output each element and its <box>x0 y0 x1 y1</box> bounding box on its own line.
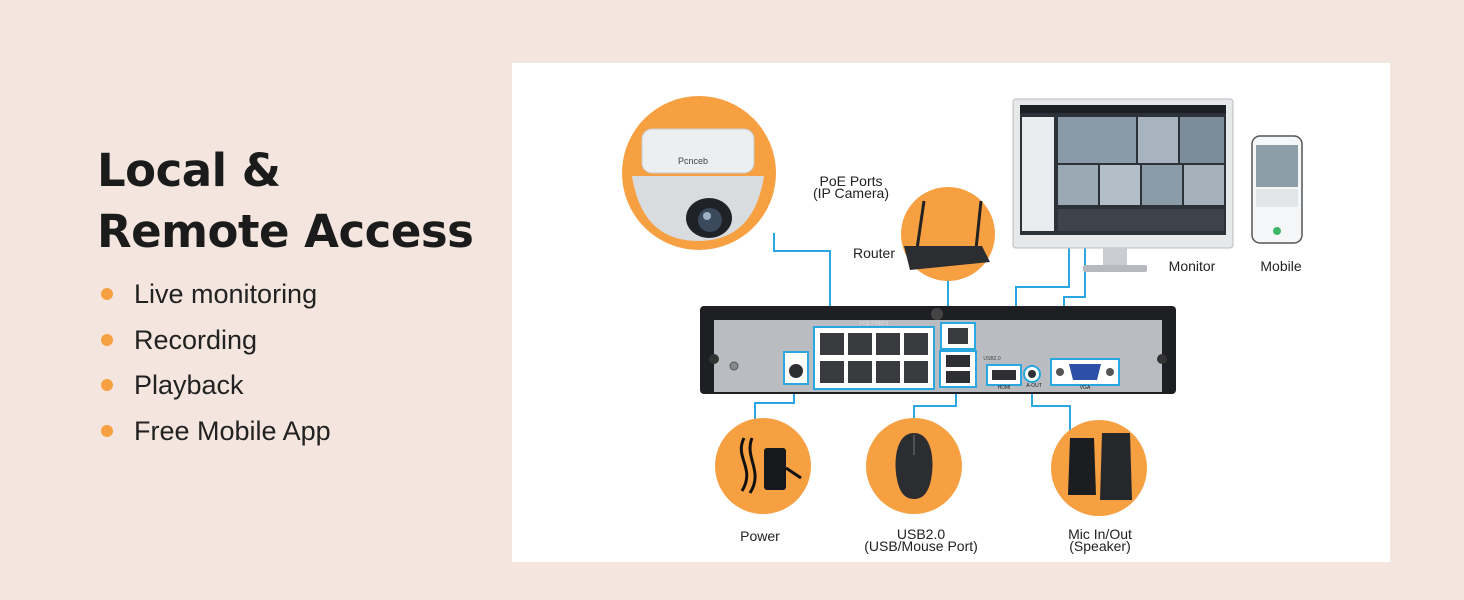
hdmi-marking: HDMI <box>998 385 1011 391</box>
diagram-panel: Pcnceb <box>512 63 1390 562</box>
monitor-icon <box>1012 98 1234 272</box>
feature-item-live-monitoring: Live monitoring <box>97 272 497 318</box>
power-label: Power <box>740 528 780 544</box>
bullet-icon <box>101 333 113 346</box>
dome-camera-icon: Pcnceb <box>622 96 776 250</box>
audio-connector-line <box>1031 389 1071 431</box>
feature-label: Recording <box>134 324 258 355</box>
mic-label: Mic In/Out <box>1068 526 1132 542</box>
headline: Local & Remote Access <box>97 140 497 262</box>
power-connector-line <box>754 389 795 419</box>
mic-sublabel: (Speaker) <box>1069 538 1130 554</box>
speaker-icon <box>1051 420 1147 516</box>
feature-item-playback: Playback <box>97 363 497 409</box>
vga-marking: VGA <box>1080 385 1091 391</box>
usb-connector-line <box>913 389 957 419</box>
feature-label: Live monitoring <box>134 279 318 309</box>
mobile-icon <box>1251 135 1303 244</box>
bullet-icon <box>101 424 113 437</box>
camera-brand-text: Pcnceb <box>678 156 708 166</box>
feature-label: Free Mobile App <box>134 415 331 446</box>
feature-item-mobile-app: Free Mobile App <box>97 409 497 455</box>
feature-item-recording: Recording <box>97 318 497 364</box>
headline-line-2: Remote Access <box>97 205 474 258</box>
router-label: Router <box>853 245 895 261</box>
audio-out-marking: A-OUT <box>1026 383 1042 389</box>
connection-diagram: Pcnceb <box>622 96 1303 554</box>
headline-block: Local & Remote Access Live monitoring Re… <box>97 140 497 454</box>
router-icon <box>901 187 995 281</box>
poe-ports-marking: POE PORTS <box>859 321 889 327</box>
poe-ports-label: PoE Ports <box>819 173 882 189</box>
poe-ports-sublabel: (IP Camera) <box>813 185 889 201</box>
mouse-icon <box>866 418 962 514</box>
nvr-recorder-icon: POE PORTS USB2.0 HDMI A-OUT VGA <box>700 306 1176 394</box>
bullet-icon <box>101 288 113 300</box>
bullet-icon <box>101 379 113 391</box>
usb-sublabel: (USB/Mouse Port) <box>864 538 978 554</box>
monitor-label: Monitor <box>1169 258 1216 274</box>
mobile-label: Mobile <box>1260 258 1301 274</box>
headline-line-1: Local & <box>97 144 281 197</box>
camera-connector-line <box>773 233 831 331</box>
feature-list: Live monitoring Recording Playback Free … <box>97 272 497 454</box>
power-adapter-icon <box>715 418 811 514</box>
usb-label: USB2.0 <box>897 526 945 542</box>
feature-label: Playback <box>134 370 244 400</box>
usb-marking: USB2.0 <box>983 356 1000 362</box>
connector-lines <box>754 233 1086 431</box>
